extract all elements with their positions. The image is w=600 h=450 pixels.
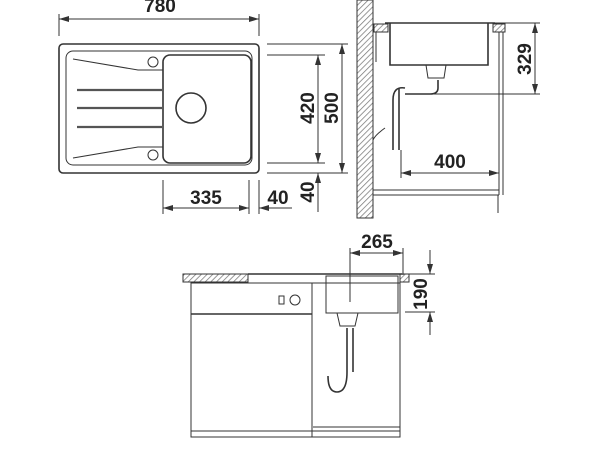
dishwasher-button xyxy=(278,295,285,305)
dim-width: 780 xyxy=(144,0,176,17)
dim-edge-front: 40 xyxy=(298,181,319,202)
dishwasher-knob xyxy=(289,294,301,306)
siphon xyxy=(327,328,348,393)
tap-hole xyxy=(147,56,159,68)
countertop xyxy=(492,23,506,33)
dim-bowl-offset: 265 xyxy=(361,232,393,253)
drainer-edge xyxy=(72,58,163,71)
drain-pipe xyxy=(405,80,439,95)
sink-bowl-front xyxy=(325,275,399,314)
sink-cabinet xyxy=(311,282,401,438)
drain-icon xyxy=(175,92,207,124)
sink-bowl-side xyxy=(389,23,489,66)
trap-inlet xyxy=(372,127,386,141)
countertop xyxy=(373,23,389,33)
overflow-hole xyxy=(147,149,159,161)
dim-sink-depth: 329 xyxy=(515,43,536,75)
dim-bowl-depth: 420 xyxy=(298,92,319,124)
dim-edge-right: 40 xyxy=(267,188,288,209)
dim-bowl-width: 335 xyxy=(190,188,222,209)
dishwasher-cabinet xyxy=(190,282,313,438)
sink-outline xyxy=(58,43,260,174)
drain-basket xyxy=(425,64,447,79)
countertop xyxy=(399,273,410,283)
drain-basket xyxy=(336,312,359,327)
drainer-edge xyxy=(72,146,163,159)
dim-bowl-height: 190 xyxy=(411,278,432,310)
side-view: 329 400 xyxy=(356,0,540,219)
front-view: 265 190 xyxy=(182,232,435,438)
top-view: 780 420 500 40 335 40 xyxy=(58,0,348,214)
sink-rim xyxy=(65,50,253,166)
bowl xyxy=(162,54,252,164)
countertop xyxy=(182,273,249,283)
dim-depth: 500 xyxy=(322,92,343,124)
drain-pipe xyxy=(392,86,406,150)
wall xyxy=(356,0,374,219)
dim-drain-offset: 400 xyxy=(434,152,466,173)
